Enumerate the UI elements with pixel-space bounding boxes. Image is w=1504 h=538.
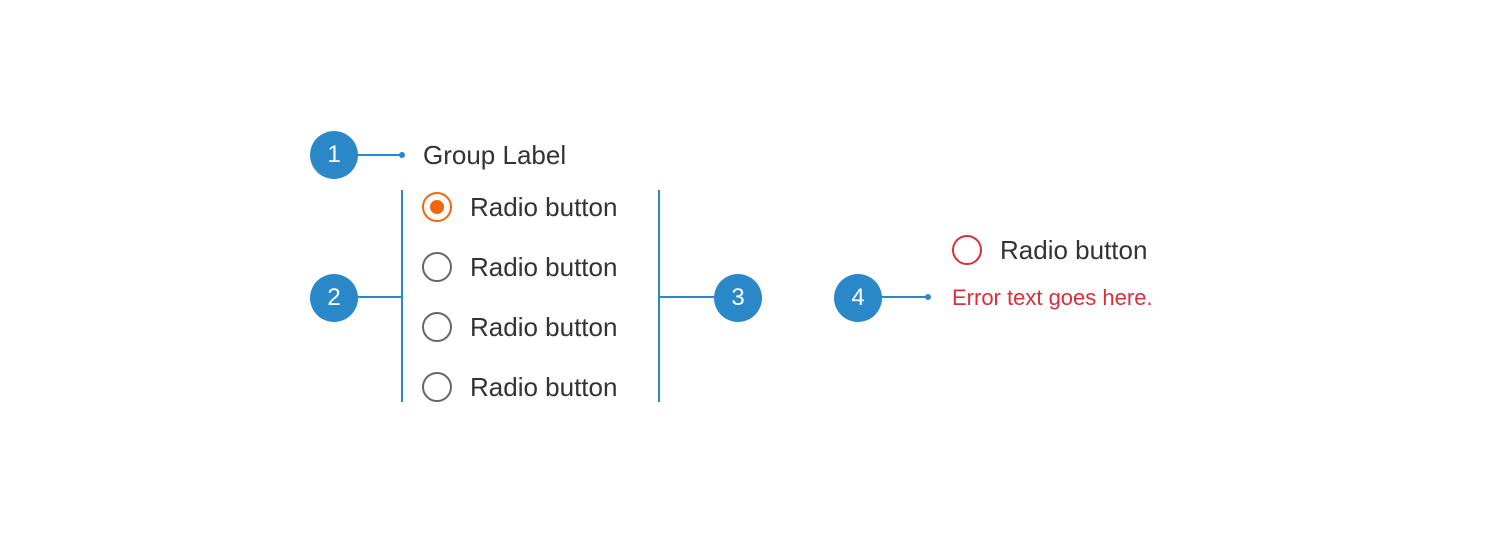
radio-option-1[interactable]: Radio button	[422, 190, 617, 224]
radio-unselected-icon[interactable]	[422, 372, 452, 402]
radio-unselected-icon[interactable]	[422, 252, 452, 282]
radio-option-3[interactable]: Radio button	[422, 310, 617, 344]
radio-error-option[interactable]: Radio button	[952, 233, 1147, 267]
radio-error-icon[interactable]	[952, 235, 982, 265]
callout-connector-4	[880, 296, 928, 298]
right-bracket-line	[658, 190, 660, 402]
callout-connector-dot-1	[399, 152, 405, 158]
radio-error-label: Radio button	[1000, 234, 1148, 265]
callout-badge-4: 4	[834, 274, 882, 322]
callout-badge-3: 3	[714, 274, 762, 322]
radio-option-label: Radio button	[470, 191, 618, 222]
left-bracket-line	[401, 190, 403, 402]
radio-selected-icon[interactable]	[422, 192, 452, 222]
callout-connector-3	[660, 296, 716, 298]
callout-connector-1	[356, 154, 402, 156]
callout-connector-2	[356, 296, 403, 298]
radio-option-label: Radio button	[470, 251, 618, 282]
error-message: Error text goes here.	[952, 285, 1153, 310]
radio-option-4[interactable]: Radio button	[422, 370, 617, 404]
group-label: Group Label	[423, 140, 567, 170]
radio-unselected-icon[interactable]	[422, 312, 452, 342]
callout-badge-1: 1	[310, 131, 358, 179]
radio-option-label: Radio button	[470, 371, 618, 402]
radio-option-label: Radio button	[470, 311, 618, 342]
callout-badge-2: 2	[310, 274, 358, 322]
callout-connector-dot-4	[925, 294, 931, 300]
radio-option-2[interactable]: Radio button	[422, 250, 617, 284]
